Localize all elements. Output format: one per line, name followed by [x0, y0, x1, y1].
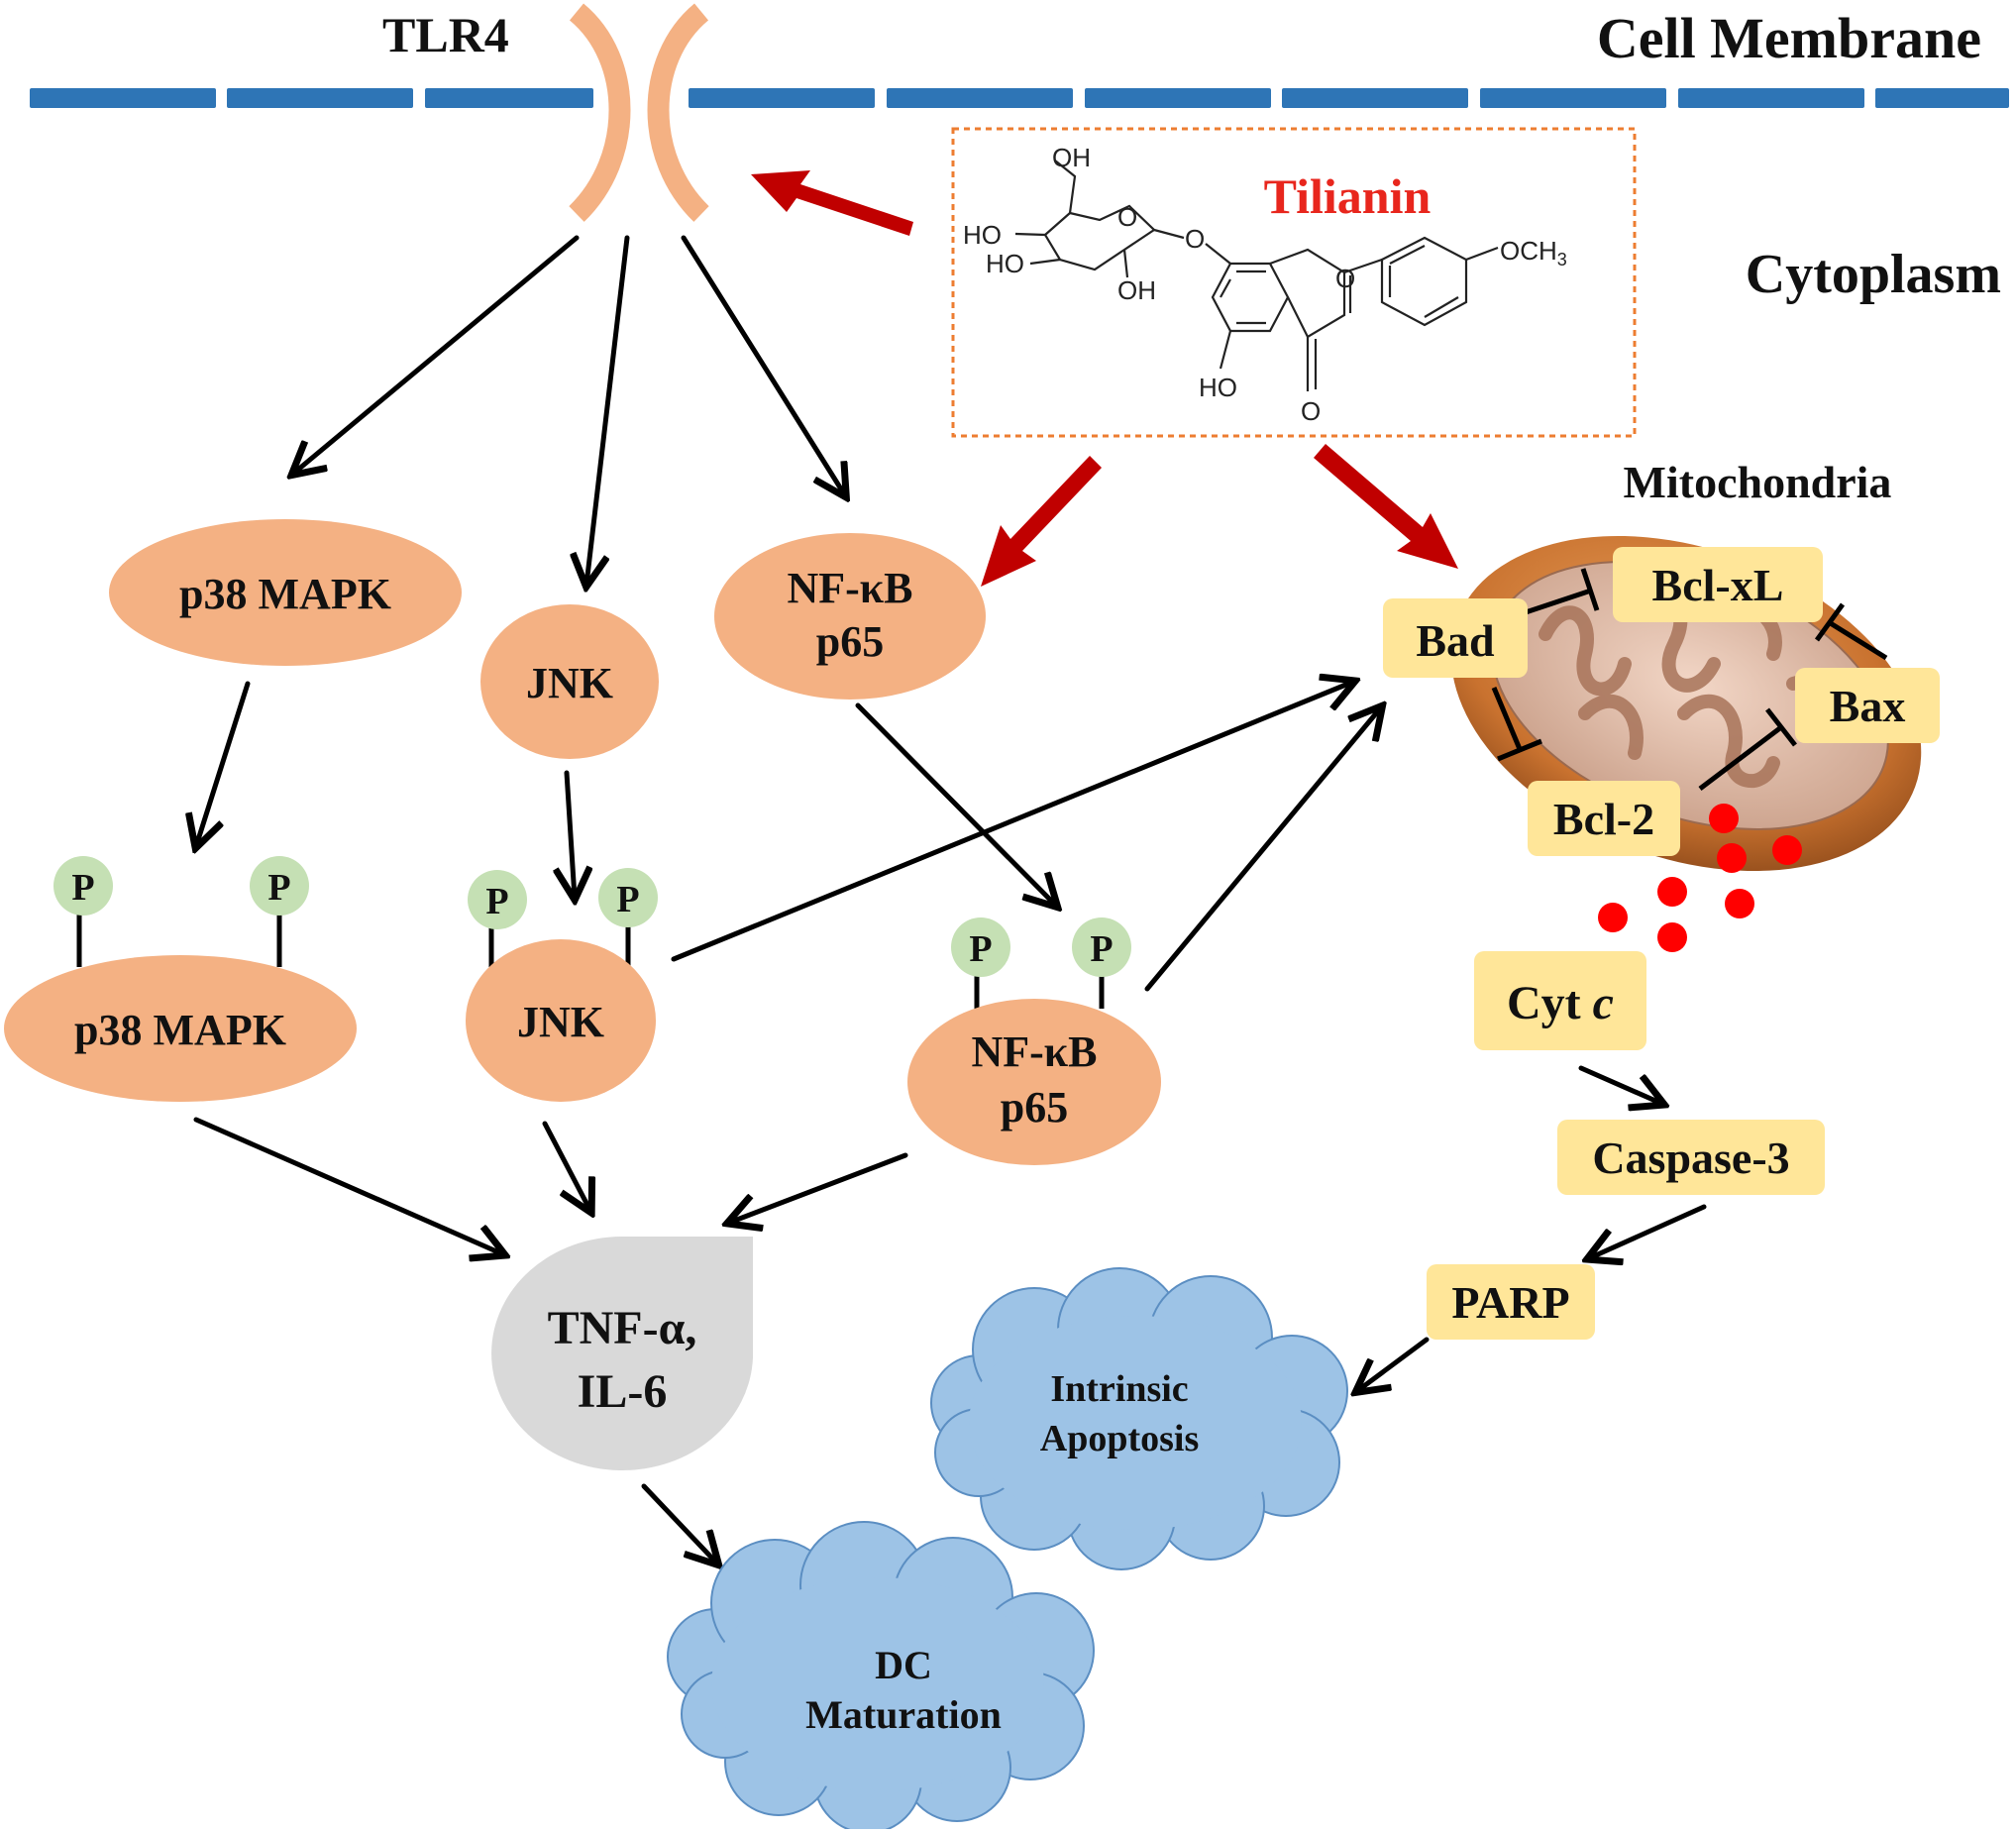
cell-membrane-label: Cell Membrane [1597, 6, 1981, 70]
cytokines-label-2: IL-6 [578, 1365, 668, 1418]
bax-label: Bax [1830, 681, 1906, 731]
nfkb-label-1: NF-κB [787, 564, 912, 612]
casp3-to-parp-arrow [1589, 1204, 1707, 1258]
bcl2-label: Bcl-2 [1553, 794, 1654, 844]
intrinsic-apoptosis-cloud [930, 1267, 1348, 1570]
pp38-to-cytokines-arrow [193, 1117, 503, 1254]
tilianin-box [951, 127, 1637, 438]
dc-label-2: Maturation [805, 1692, 1002, 1737]
phospho-label: P [1090, 928, 1113, 970]
atom-ho-5: HO [1199, 373, 1237, 402]
p-jnk-label: JNK [517, 998, 604, 1046]
atom-och3: OCH3 [1500, 236, 1567, 270]
cell-membrane [30, 88, 2009, 108]
pnfkb-to-bad-arrow [1144, 707, 1381, 992]
parp-to-apoptosis-arrow [1357, 1337, 1430, 1391]
phospho-badge [250, 856, 309, 916]
atom-o-ring-sugar: O [1117, 202, 1137, 232]
cytoplasm-label: Cytoplasm [1746, 244, 2001, 305]
tilianin-to-nfkb-arrow [981, 456, 1102, 587]
phospho-badge [1072, 917, 1131, 977]
box-bcl-xl: Bcl-xL [1613, 547, 1823, 622]
atom-ho-2: HO [986, 249, 1024, 278]
atom-o-link: O [1185, 224, 1205, 254]
node-nfkb-p65: NF-κB p65 [714, 533, 986, 700]
tilianin-label: Tilianin [1264, 168, 1432, 224]
box-bax: Bax [1795, 668, 1940, 743]
casp3-label: Caspase-3 [1592, 1133, 1789, 1183]
tilianin-structure [1014, 160, 1499, 391]
p-nfkb-label-1: NF-κB [971, 1027, 1097, 1076]
phospho-badge [951, 917, 1010, 977]
atom-ho-1: HO [963, 220, 1002, 250]
bclxl-label: Bcl-xL [1652, 560, 1784, 610]
inhibition-lines [1491, 568, 1888, 791]
pathway-arrows [193, 235, 1707, 1564]
tlr4-to-jnk-arrow [586, 235, 630, 585]
tilianin-to-tlr4-arrow [751, 170, 913, 236]
phospho-label: P [267, 867, 290, 909]
box-caspase-3: Caspase-3 [1557, 1120, 1825, 1195]
parp-label: PARP [1451, 1277, 1569, 1328]
phospho-label: P [71, 867, 94, 909]
node-p38-mapk: p38 MAPK [109, 519, 462, 666]
phospho-badge [468, 870, 527, 929]
node-cytokines: TNF-α, IL-6 [491, 1237, 753, 1470]
p38-mapk-label: p38 MAPK [179, 570, 391, 618]
node-jnk: JNK [480, 604, 659, 759]
p-p38-mapk-label: p38 MAPK [74, 1006, 286, 1054]
node-p-p38-mapk: P P p38 MAPK [4, 856, 357, 1102]
phospho-badge [53, 856, 113, 916]
atom-o-ring: O [1335, 264, 1355, 293]
dc-label-1: DC [875, 1643, 932, 1687]
cytokines-to-dc-arrow [641, 1483, 717, 1564]
atom-o-keto: O [1301, 396, 1321, 426]
bax-inhibits-bclxl [1827, 619, 1888, 661]
pjnk-to-cytokines-arrow [542, 1121, 590, 1211]
atom-oh-top: OH [1052, 143, 1091, 172]
phospho-label: P [969, 928, 992, 970]
apoptosis-label-2: Apoptosis [1040, 1418, 1200, 1459]
tlr4-receptor [569, 3, 709, 222]
bad-inhibits-bclxl [1525, 588, 1592, 615]
pnfkb-to-cytokines-arrow [729, 1152, 908, 1223]
node-p-nfkb-p65: P P NF-κB p65 [907, 917, 1161, 1165]
tilianin-to-mitochondria-arrow [1314, 444, 1458, 569]
cytc-label: Cyt c [1507, 977, 1614, 1029]
box-parp: PARP [1427, 1264, 1595, 1340]
tlr4-label: TLR4 [382, 7, 509, 62]
node-p-jnk: P P JNK [466, 868, 658, 1102]
box-bcl-2: Bcl-2 [1528, 781, 1680, 856]
apoptosis-label-1: Intrinsic [1050, 1368, 1188, 1410]
tlr4-to-nfkb-arrow [681, 235, 845, 495]
phospho-badge [598, 868, 658, 927]
nfkb-label-2: p65 [816, 617, 884, 666]
box-bad: Bad [1383, 598, 1528, 678]
cytochrome-c-dots [1598, 804, 1802, 952]
tilianin-atoms: OH HO HO OH O O O OCH3 HO O [963, 143, 1567, 426]
mitochondria-label: Mitochondria [1624, 457, 1892, 507]
dc-maturation-cloud [667, 1521, 1095, 1834]
bad-inhibits-bcl2 [1491, 687, 1523, 750]
tlr4-to-p38-arrow [293, 235, 580, 474]
nfkb-phos-arrow [855, 702, 1056, 906]
cytc-to-casp3-arrow [1578, 1065, 1662, 1104]
p-nfkb-label-2: p65 [1001, 1083, 1068, 1132]
jnk-phos-arrow [567, 770, 575, 898]
phospho-label: P [485, 881, 508, 922]
jnk-label: JNK [526, 659, 613, 707]
pjnk-to-bad-arrow [671, 682, 1353, 962]
bad-label: Bad [1416, 615, 1495, 666]
atom-oh-sugar: OH [1117, 275, 1156, 305]
bax-inhibits-bcl2 [1698, 725, 1783, 791]
phospho-label: P [616, 879, 639, 920]
p38-phos-arrow [196, 681, 251, 846]
cytokines-label-1: TNF-α, [548, 1302, 697, 1354]
box-cyt-c: Cyt c [1474, 951, 1646, 1050]
